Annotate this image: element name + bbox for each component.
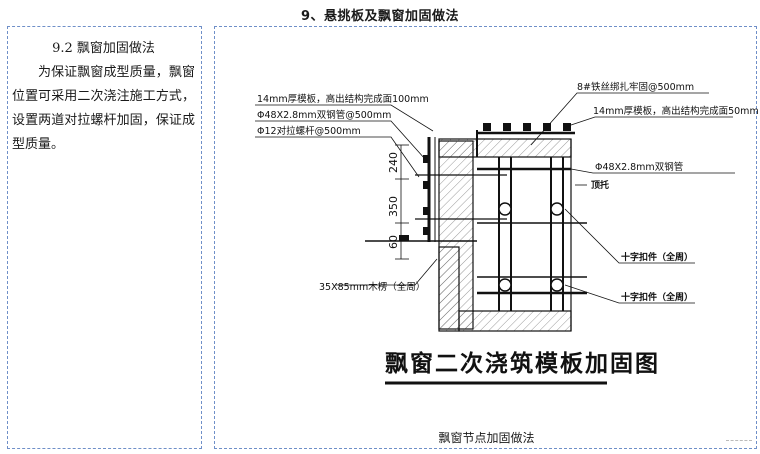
label-steel-pipe-left: Φ48X2.8mm双钢管@500mm [257, 109, 391, 121]
dim-60: 60 [387, 235, 400, 249]
page-title: 9、悬挑板及飘窗加固做法 [300, 9, 460, 24]
label-plywood-left: 14mm厚模板，高出结构完成面100mm [257, 93, 429, 105]
text-panel: 9.2 飘窗加固做法 为保证飘窗成型质量，飘窗位置可采用二次浇注施工方式，设置两… [7, 26, 202, 449]
figure-panel: 240 350 60 14mm厚模板，高出结构完成面100mm Φ48X2.8m… [214, 26, 758, 449]
dim-240: 240 [387, 152, 400, 173]
label-plywood-right: 14mm厚模板，高出结构完成面50mm [593, 105, 758, 117]
label-timber: 35X85mm木楞（全周） [319, 281, 425, 293]
label-wire: 8#铁丝绑扎牢固@500mm [577, 81, 694, 93]
label-tie-bolt: Φ12对拉螺杆@500mm [257, 125, 361, 137]
label-steel-pipe-right: Φ48X2.8mm双钢管 [595, 161, 683, 173]
body-paragraph: 为保证飘窗成型质量，飘窗位置可采用二次浇注施工方式，设置两道对拉螺杆加固，保证成… [12, 65, 195, 152]
label-fastener-lower: 十字扣件（全周） [621, 291, 693, 303]
drawing-title: 飘窗二次浇筑模板加固图 [385, 350, 660, 377]
label-jack: 顶托 [591, 179, 609, 191]
top-slab [438, 138, 572, 158]
corner-mark [726, 440, 752, 444]
figure-caption: 飘窗节点加固做法 [438, 431, 535, 445]
dim-350: 350 [387, 196, 400, 217]
bottom-slab [458, 310, 572, 332]
section-heading: 9.2 飘窗加固做法 [52, 41, 155, 56]
cad-section-drawing-icon: 240 350 60 14mm厚模板，高出结构完成面100mm Φ48X2.8m… [255, 81, 758, 385]
label-fastener-upper: 十字扣件（全周） [621, 251, 693, 263]
